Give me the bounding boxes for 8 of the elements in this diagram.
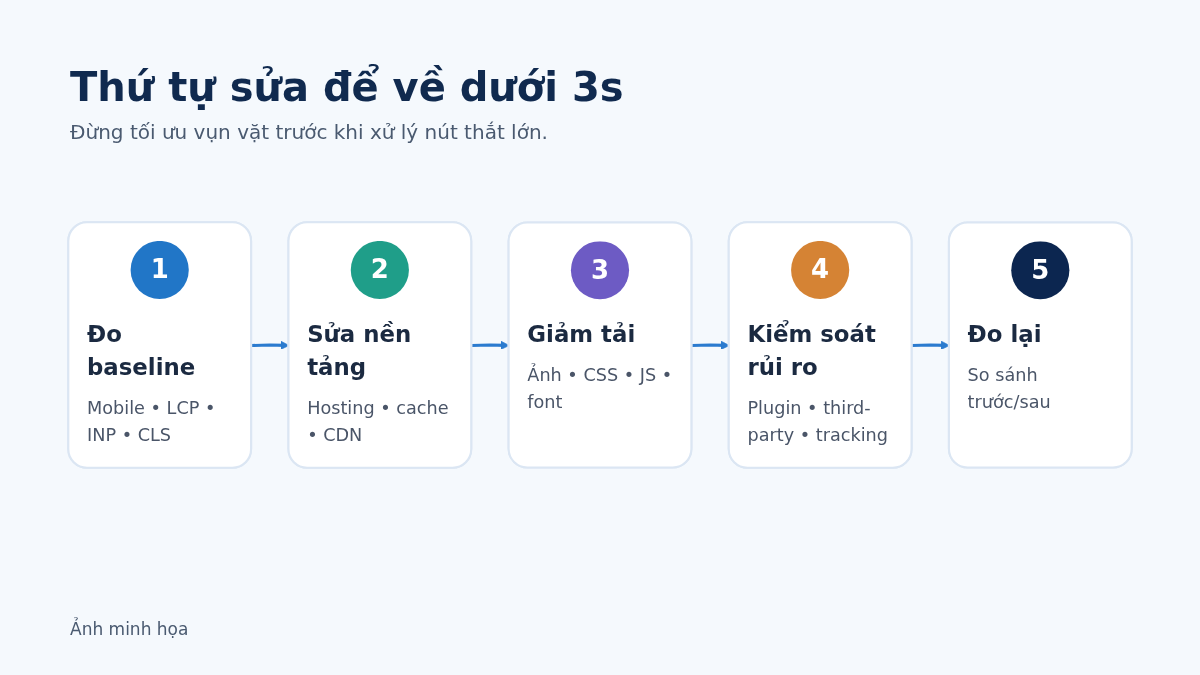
step-card: 3 Giảm tải Ảnh • CSS • JS • font [507,221,693,469]
title: Thứ tự sửa để về dưới 3s [70,64,624,110]
step-card: 5 Đo lại So sánh trước/sau [947,221,1133,469]
step-card: 1 Đo baseline Mobile • LCP • INP • CLS [67,221,253,469]
step-card: 4 Kiểm soát rủi ro Plugin • third-party • tracking [727,221,913,469]
subtitle: Đừng tối ưu vụn vặt trước khi xử lý nút thắt lớn. [70,120,548,144]
caption: Ảnh minh họa [70,619,189,639]
step-card: 2 Sửa nền tảng Hosting • cache • CDN [287,221,473,469]
